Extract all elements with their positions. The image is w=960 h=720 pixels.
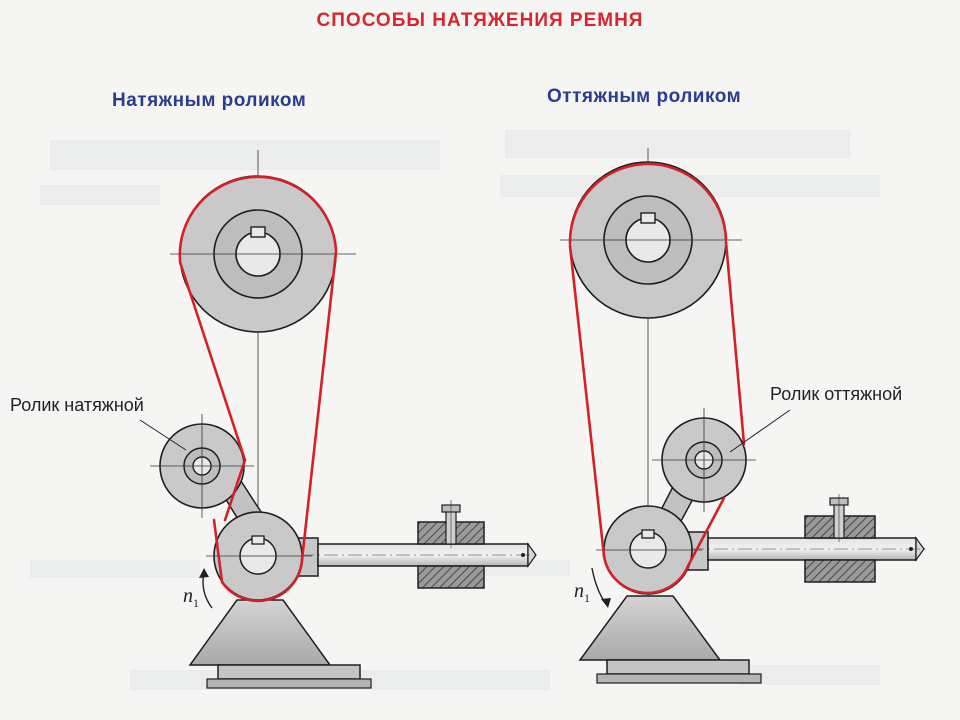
right-idler-roller bbox=[652, 408, 756, 512]
left-speed-symbol: n bbox=[183, 585, 193, 607]
left-assembly bbox=[150, 150, 540, 689]
right-speed-index: 1 bbox=[584, 591, 590, 605]
left-hatched-bearing-icon bbox=[417, 500, 485, 589]
right-speed-symbol: n bbox=[574, 580, 584, 602]
left-speed-index: 1 bbox=[193, 596, 199, 610]
page-title: СПОСОБЫ НАТЯЖЕНИЯ РЕМНЯ bbox=[316, 10, 644, 31]
right-drive-pulley bbox=[596, 505, 702, 595]
left-keyway-icon bbox=[250, 226, 266, 238]
left-tension-roller bbox=[150, 414, 254, 518]
right-hatched-bearing-icon bbox=[804, 494, 876, 583]
left-label-leader bbox=[139, 419, 187, 451]
background-machine-ghost bbox=[30, 130, 880, 690]
left-drive-pulley bbox=[206, 511, 312, 601]
left-heading: Натяжным роликом bbox=[112, 90, 307, 111]
right-heading: Оттяжным роликом bbox=[547, 86, 742, 107]
left-driven-pulley bbox=[170, 175, 356, 333]
left-speed-label: n1 bbox=[183, 585, 199, 611]
right-driven-pulley bbox=[560, 161, 742, 319]
idler-roller-label: Ролик оттяжной bbox=[770, 384, 903, 404]
left-belt bbox=[178, 175, 338, 603]
right-speed-label: n1 bbox=[574, 580, 590, 606]
right-keyway-icon bbox=[640, 212, 656, 224]
right-rotation-arrow-icon bbox=[591, 567, 607, 605]
right-assembly bbox=[560, 148, 928, 684]
right-motor-base bbox=[578, 595, 762, 684]
right-label-leader bbox=[729, 409, 791, 453]
right-belt bbox=[568, 162, 746, 595]
tension-roller-label: Ролик натяжной bbox=[10, 395, 144, 415]
